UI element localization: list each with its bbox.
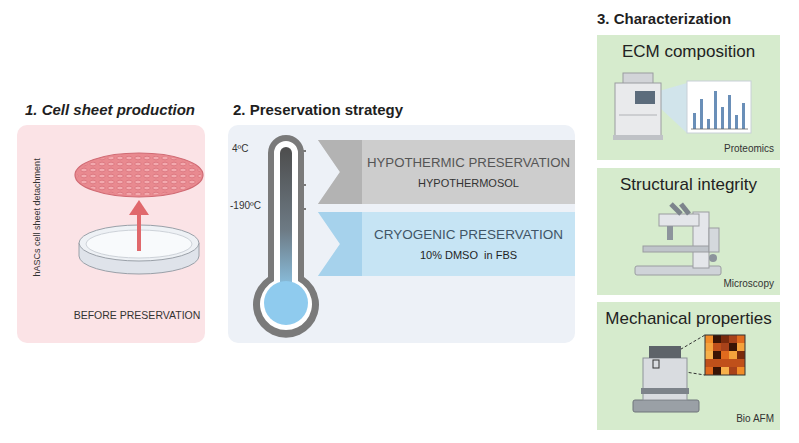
heatmap-cell [721,335,729,343]
box-heading: Mechanical properties [601,309,776,329]
technique-label: Microscopy [723,278,774,290]
heatmap-cell [737,335,745,343]
heatmap-cell [705,351,713,359]
method-box: ECM compositionProteomics [597,35,780,160]
step-note: hASCs cell sheet detachment [32,158,43,276]
method-box: Mechanical propertiesBio AFM [597,302,780,430]
stage-panel: 1. Cell sheet productionhASCs cell sheet… [17,125,205,343]
technique-label: Proteomics [724,143,774,155]
banner-shape [318,140,575,204]
method-box: Structural integrityMicroscopy [597,168,780,295]
heatmap [705,335,745,375]
heatmap-cell [721,367,729,375]
heatmap-cell [721,351,729,359]
heatmap-cell [737,343,745,351]
banner-shape [318,212,575,276]
heatmap-cell [721,343,729,351]
box-heading: Structural integrity [601,175,776,195]
temperature-label: -190ºC [230,200,261,212]
heatmap-cell [721,359,729,367]
heatmap-cell [737,367,745,375]
medium-name: HYPOTHERMOSOL [366,177,571,190]
method-title: HYPOTHERMIC PRESERVATION [366,155,571,171]
box-heading: ECM composition [601,42,776,62]
heatmap-cell [713,359,721,367]
heatmap-cell [705,335,713,343]
banner-node: CRYOGENIC PRESERVATION 10% DMSO in FBS [318,212,575,276]
heatmap-cell [737,359,745,367]
heatmap-cell [729,335,737,343]
medium-name: 10% DMSO in FBS [366,249,571,262]
heatmap-cell [729,343,737,351]
heatmap-cell [705,367,713,375]
banner-node: HYPOTHERMIC PRESERVATION HYPOTHERMOSOL [318,140,575,204]
heatmap-cell [713,343,721,351]
method-title: CRYOGENIC PRESERVATION [366,227,571,243]
temperature-label: 4ºC [232,143,248,155]
heatmap-cell [705,343,713,351]
heatmap-cell [713,367,721,375]
stage-title: 2. Preservation strategy [233,101,403,119]
heatmap-cell [729,367,737,375]
stage-panel: HYPOTHERMIC PRESERVATION HYPOTHERMOSOL CR… [228,125,575,343]
heatmap-cell [729,359,737,367]
heatmap-cell [713,335,721,343]
section-title: 3. Characterization [597,10,731,28]
technique-label: Bio AFM [736,413,774,425]
stage-caption: BEFORE PRESERVATION [73,309,201,322]
heatmap-cell [713,351,721,359]
stage-title: 1. Cell sheet production [25,101,195,119]
heatmap-cell [737,351,745,359]
heatmap-cell [729,351,737,359]
heatmap-cell [705,359,713,367]
